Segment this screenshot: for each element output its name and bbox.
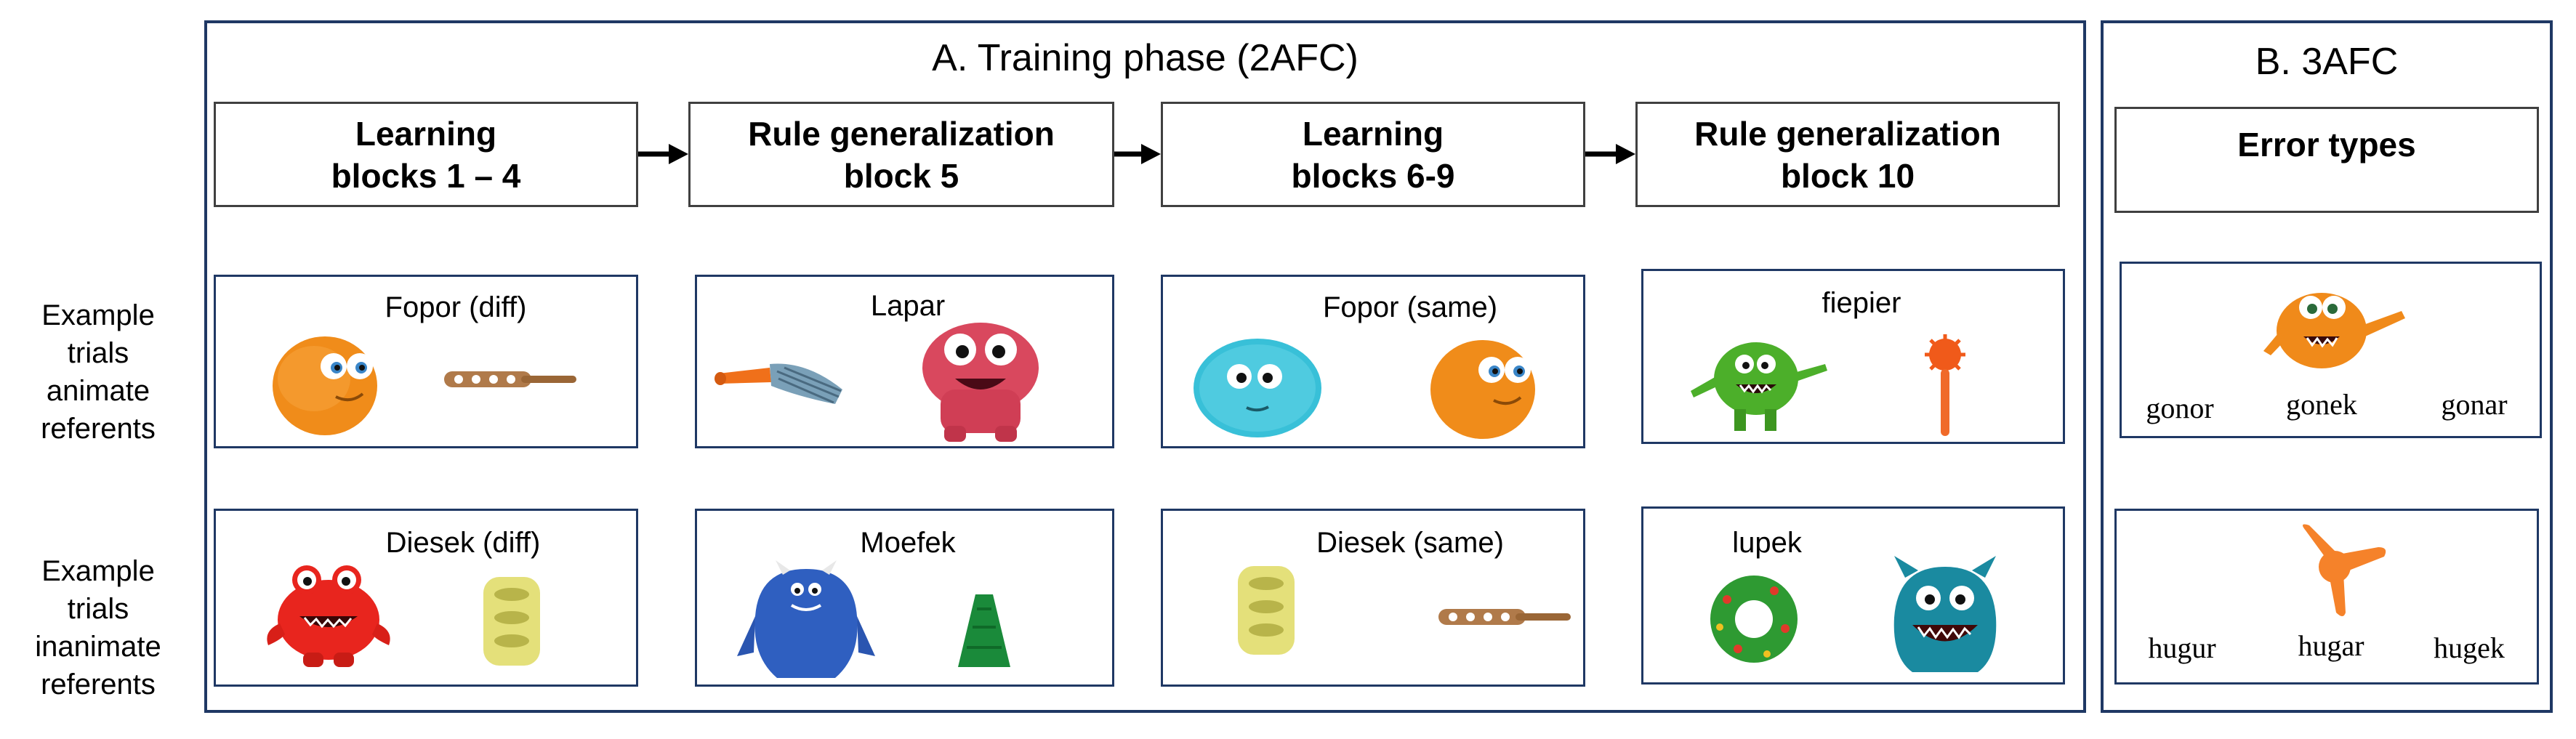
phase-arrows [638, 144, 1635, 164]
trial-card-inanimate-4: lupek [1641, 506, 2065, 685]
orange-monster-waving-image [2263, 293, 2405, 368]
panel-a-title: A. Training phase (2AFC) [932, 37, 1359, 79]
orange-monster-image [273, 336, 377, 435]
arrow-right-icon [638, 144, 688, 164]
choice-word: gonek [2286, 388, 2357, 421]
orange-monster-image [1430, 340, 1535, 439]
choice-word: hugur [2148, 631, 2216, 664]
yellow-cylinder-image [1238, 566, 1295, 655]
error-type-card-1: gonor gonek gonar [2120, 262, 2542, 438]
trial-label: lupek [1732, 527, 1802, 559]
panel-b-3afc [2101, 20, 2553, 713]
choice-word: hugar [2298, 629, 2364, 662]
panel-b-title: B. 3AFC [2255, 41, 2399, 83]
trial-card-animate-2: Lapar [695, 275, 1114, 448]
phase-box-learning-6-9: Learning blocks 6-9 [1161, 102, 1585, 207]
error-types-header-box: Error types [2114, 107, 2539, 213]
trial-card-animate-4: fiepier [1641, 269, 2065, 444]
trial-card-animate-1: Fopor (diff) [214, 275, 638, 448]
panel-a-training-phase [204, 20, 2086, 713]
green-monster-image [1691, 342, 1827, 431]
trial-label: Diesek (diff) [385, 527, 541, 559]
green-ring-toy-image [1710, 576, 1798, 663]
phase-box-learning-1-4: Learning blocks 1 – 4 [214, 102, 638, 207]
trial-label: fiepier [1822, 287, 1901, 319]
phase-line1: Learning [355, 114, 497, 153]
trial-card-animate-3: Fopor (same) [1161, 275, 1585, 448]
trial-label: Moefek [860, 527, 956, 559]
phase-line1: Rule generalization [1694, 114, 2001, 153]
wooden-stick-image [1438, 609, 1571, 625]
phase-line2: block 10 [1780, 156, 1915, 195]
red-monster-image [267, 565, 390, 667]
orange-spiky-toy-image [2303, 524, 2386, 616]
phase-line2: blocks 6-9 [1291, 156, 1455, 195]
arrow-right-icon [1114, 144, 1161, 164]
phase-line2: blocks 1 – 4 [331, 156, 521, 195]
phase-line1: Learning [1302, 114, 1444, 153]
phase-box-generalization-10: Rule generalization block 10 [1635, 102, 2060, 207]
teal-monster-image [1893, 556, 1997, 672]
yellow-cylinder-image [483, 577, 540, 666]
trial-card-inanimate-3: Diesek (same) [1161, 509, 1585, 687]
trial-card-inanimate-1: Diesek (diff) [214, 509, 638, 687]
orange-spiky-wand-image [1925, 334, 1965, 436]
row-label-animate: Example trials animate referents [41, 299, 156, 445]
choice-word: gonar [2441, 388, 2508, 421]
cyan-fluffy-monster-image [1194, 339, 1321, 437]
trial-label: Lapar [870, 290, 946, 322]
phase-line1: Rule generalization [748, 114, 1055, 153]
trial-label: Fopor (same) [1322, 291, 1498, 323]
orange-mop-image [715, 363, 842, 404]
trial-label: Fopor (diff) [385, 291, 527, 323]
choice-word: hugek [2434, 631, 2505, 664]
trial-card-inanimate-2: Moefek [695, 509, 1114, 687]
row-label-inanimate: Example trials inanimate referents [35, 555, 161, 700]
error-types-header: Error types [2237, 126, 2416, 163]
trial-label: Diesek (same) [1316, 527, 1504, 559]
wooden-stick-image [444, 371, 576, 387]
error-type-card-2: hugur hugar hugek [2114, 509, 2539, 685]
phase-box-generalization-5: Rule generalization block 5 [688, 102, 1114, 207]
blue-furry-monster-image [737, 560, 875, 678]
phase-line2: block 5 [843, 156, 959, 195]
green-cone-image [958, 594, 1010, 667]
choice-word: gonor [2146, 392, 2214, 424]
pink-monster-image [922, 323, 1039, 442]
arrow-right-icon [1585, 144, 1635, 164]
